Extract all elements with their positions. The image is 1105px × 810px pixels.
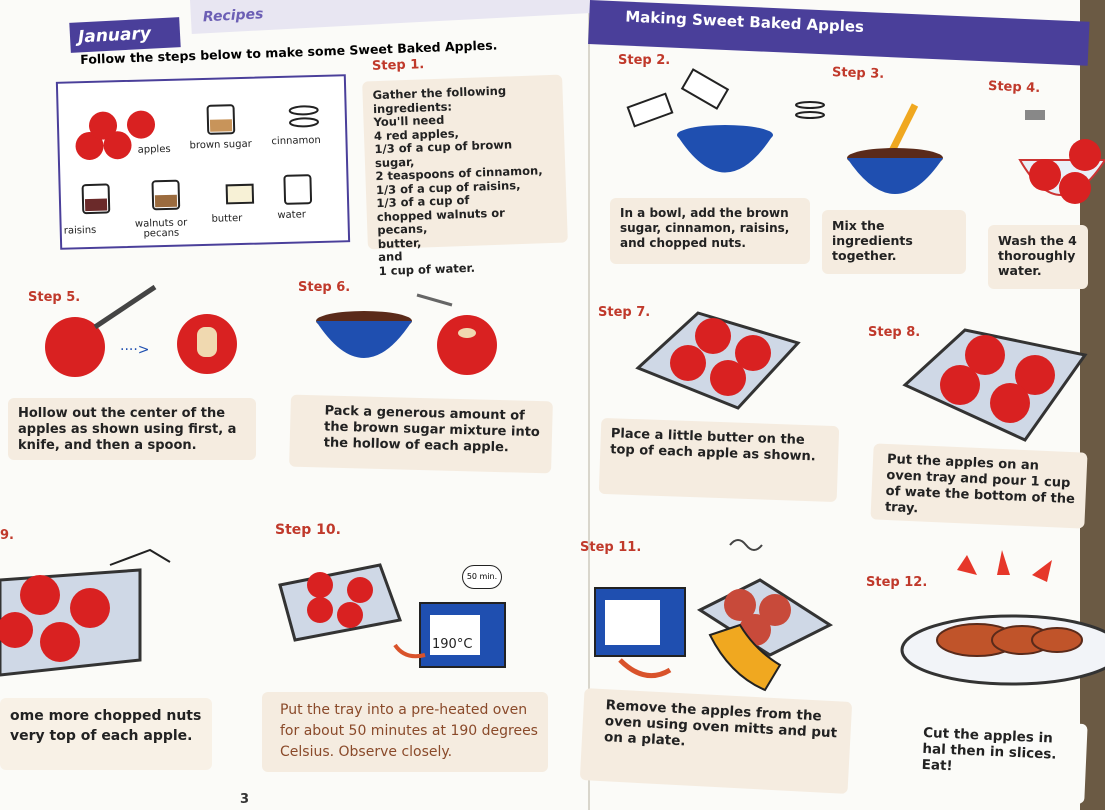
ingredients-box: apples brown sugar cinnamon raisins waln…: [55, 74, 351, 250]
right-page: Making Sweet Baked Apples Step 2. In a b…: [579, 0, 1105, 810]
month-label: January: [77, 23, 152, 48]
step-8-text: Put the apples on an oven tray and pour …: [870, 443, 1088, 529]
oven-tray-illustration: [278, 563, 506, 668]
label-cinnamon: cinnamon: [271, 134, 321, 148]
butter-icon: [225, 183, 255, 205]
pack-apple-illustration: [316, 293, 497, 375]
label-water: water: [277, 209, 307, 222]
svg-text:····>: ····>: [120, 342, 150, 358]
label-brown-sugar: brown sugar: [189, 138, 252, 152]
step-6-text: Pack a generous amount of the brown suga…: [289, 394, 553, 474]
brown-sugar-icon: [206, 104, 236, 135]
step-11-text: Remove the apples from the oven using ov…: [579, 688, 853, 794]
step-9-label: 9.: [0, 528, 14, 543]
month-tab: January: [69, 17, 181, 53]
label-walnuts: walnuts or pecans: [134, 217, 188, 240]
sliced-apple-plate-illustration: [900, 550, 1105, 686]
water-tray-illustration: [902, 328, 1088, 442]
step-6-label: Step 6.: [298, 280, 351, 295]
step-5-text: Hollow out the center of the apples as s…: [8, 398, 256, 460]
raisins-cup-icon: [81, 183, 111, 215]
label-raisins: raisins: [63, 224, 97, 237]
label-apples: apples: [137, 143, 171, 156]
step-10-label: Step 10.: [275, 522, 341, 538]
step-7-text: Place a little butter on the top of each…: [598, 417, 840, 503]
step-5-label: Step 5.: [28, 290, 81, 305]
oven-timer-bubble: 50 min.: [462, 565, 502, 589]
step-9-text: ome more chopped nuts very top of each a…: [0, 698, 212, 770]
step-12-label: Step 12.: [866, 575, 928, 590]
butter-apples-tray-illustration: [635, 311, 801, 410]
step-7-label: Step 7.: [598, 305, 651, 320]
section-tab: Recipes: [190, 0, 592, 34]
step-11-label: Step 11.: [580, 540, 642, 555]
step-12-text: Cut the apples in hal then in slices. Ea…: [898, 715, 1088, 805]
oven-temperature: 190°C: [432, 637, 473, 652]
mixing-bowl-illustration: [847, 103, 943, 194]
left-page: January Recipes Follow the steps below t…: [0, 0, 592, 810]
cinnamon-icon: [288, 105, 319, 128]
apples-icon: [75, 110, 156, 160]
step-2-label: Step 2.: [618, 53, 671, 68]
walnuts-cup-icon: [151, 179, 181, 211]
page-number: 3: [240, 792, 250, 807]
hollow-apple-illustration: ····>: [45, 284, 237, 377]
bowl-ingredients-illustration: [626, 68, 825, 173]
page-title: Making Sweet Baked Apples: [624, 7, 865, 36]
oven-timer: 50 min.: [466, 572, 498, 581]
remove-apples-illustration: [594, 539, 834, 692]
step-8-label: Step 8.: [868, 325, 921, 340]
water-cup-icon: [283, 174, 313, 205]
step-1-label: Step 1.: [371, 57, 425, 74]
label-butter: butter: [211, 212, 243, 225]
step-10-text: Put the tray into a pre-heated oven for …: [262, 692, 548, 772]
washing-apples-illustration: [1018, 110, 1105, 204]
step-3-text: Mix the ingredients together.: [822, 210, 966, 274]
step-2-text: In a bowl, add the brown sugar, cinnamon…: [610, 198, 810, 264]
tray-apples-nuts-illustration: [0, 548, 171, 677]
step-3-label: Step 3.: [831, 65, 885, 82]
step-4-label: Step 4.: [987, 78, 1041, 97]
section-label: Recipes: [202, 6, 264, 26]
step-4-text: Wash the 4 thoroughly water.: [988, 225, 1088, 289]
step-1-text: Gather the following ingredients: You'll…: [362, 74, 568, 278]
